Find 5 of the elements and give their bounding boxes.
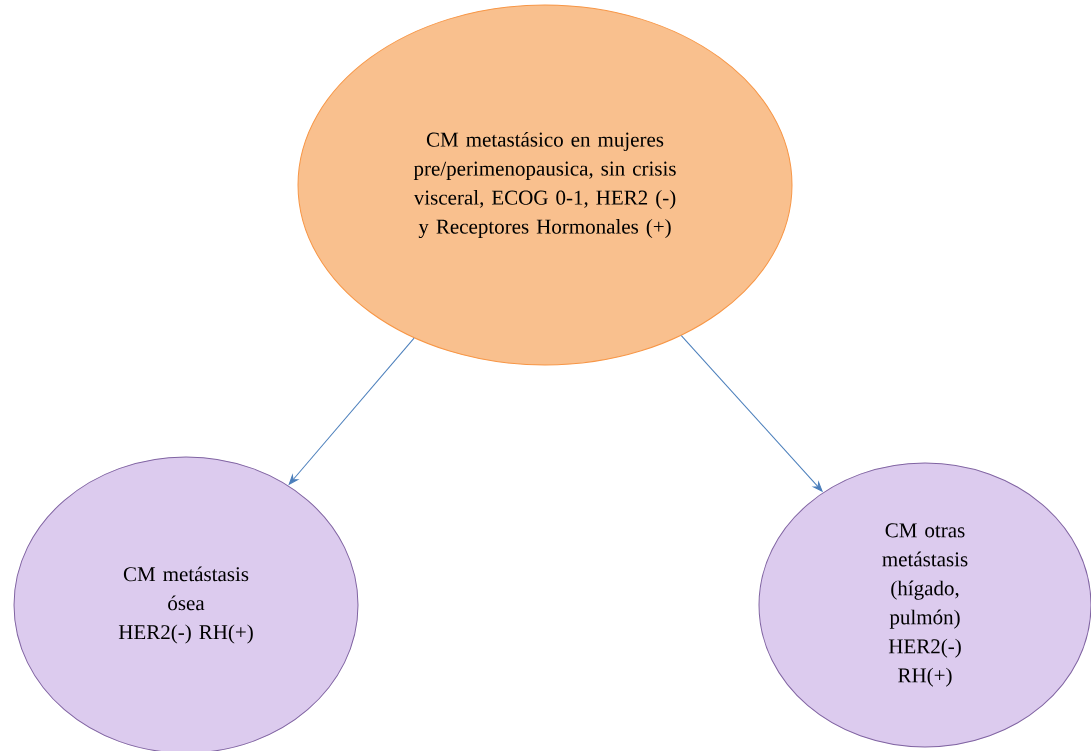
ellipse-node: CM metastásico en mujeres pre/perimenopausica, sin crisis visceral, ECOG 0-1, HER2 (-) y Receptores Hormonales (+) — [297, 4, 793, 366]
ellipse-node: CM otras metástasis (hígado, pulmón) HER2(-) RH(+) — [758, 462, 1091, 748]
arrow — [288, 337, 415, 485]
arrow — [680, 335, 823, 492]
ellipse-node: CM metástasis ósea HER2(-) RH(+) — [13, 456, 359, 751]
